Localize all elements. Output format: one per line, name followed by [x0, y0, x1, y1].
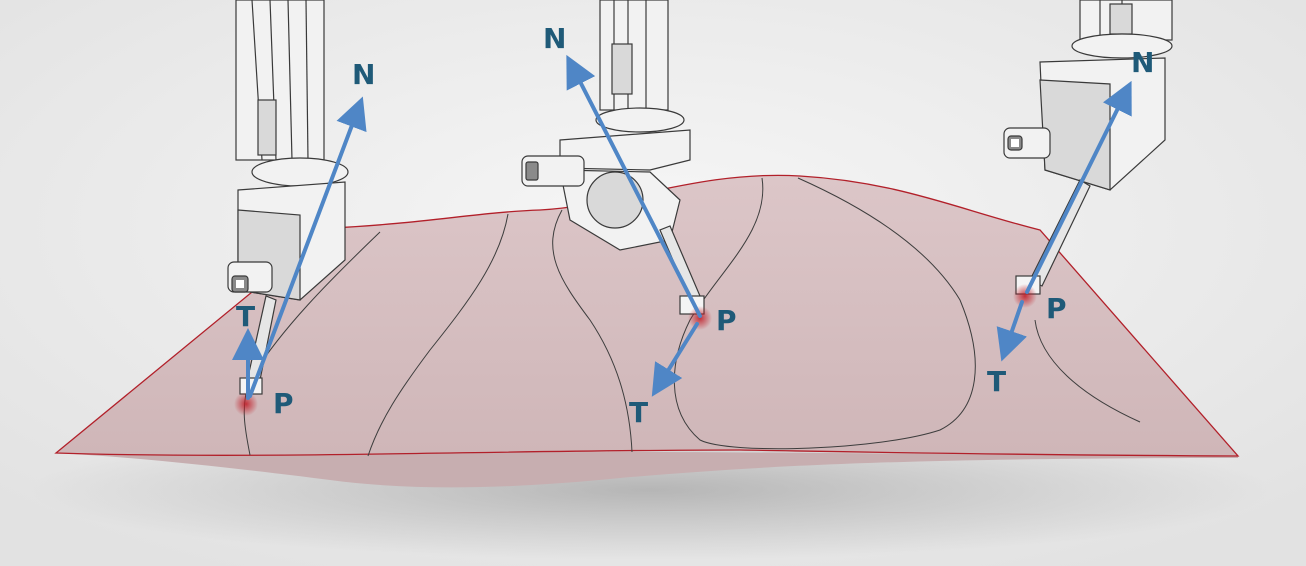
robot-center-column	[599, 0, 669, 111]
robot-center	[521, 0, 705, 315]
label-normal-center: N	[543, 22, 566, 55]
robot-center-flange	[595, 107, 685, 133]
label-point-left: P	[273, 387, 294, 420]
normal-vector-center	[566, 54, 702, 318]
contact-point-left	[234, 392, 258, 416]
surface-underside	[56, 452, 1238, 488]
robot-right-column	[1079, 0, 1173, 41]
tangent-vector-right	[996, 300, 1027, 362]
robot-right-flange	[1071, 33, 1173, 59]
labels: N T P N T P N T P	[236, 22, 1154, 429]
freeform-surface	[54, 174, 1240, 488]
label-point-right: P	[1046, 292, 1067, 325]
surface-sheet	[54, 174, 1240, 457]
robot-right-spindle	[1003, 127, 1051, 159]
robot-center-spindle	[521, 155, 585, 187]
tangent-vector-center	[651, 322, 699, 397]
label-normal-left: N	[352, 58, 375, 91]
isocurve-5	[1034, 319, 1141, 423]
normal-vector-right	[1025, 80, 1132, 294]
isocurve-3	[552, 209, 633, 453]
label-tangent-left: T	[236, 300, 255, 333]
label-tangent-right: T	[987, 365, 1006, 398]
robot-left-column	[235, 0, 325, 161]
contact-point-right	[1013, 284, 1037, 308]
vectors	[232, 54, 1132, 400]
label-tangent-center: T	[629, 396, 648, 429]
robot-center-rotary	[586, 171, 644, 229]
label-normal-right: N	[1131, 46, 1154, 79]
label-point-center: P	[716, 304, 737, 337]
normal-vector-left	[248, 96, 367, 398]
isocurve-2	[367, 213, 509, 457]
robot-left-spindle	[227, 261, 273, 293]
